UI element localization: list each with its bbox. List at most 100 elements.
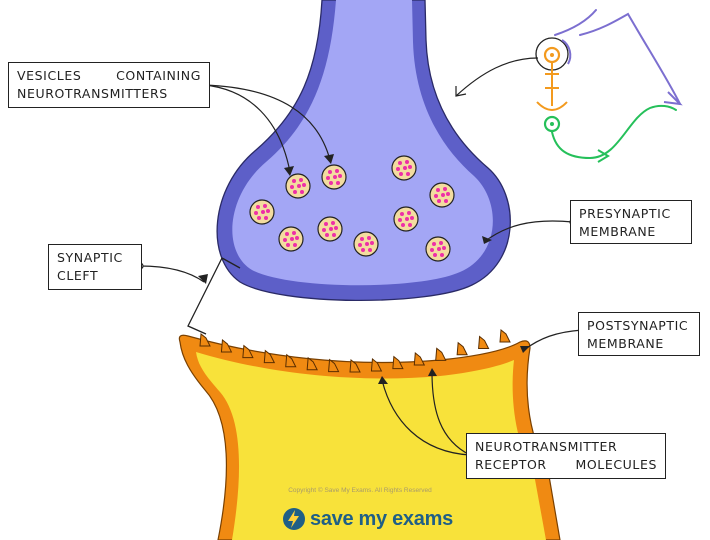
neurotransmitter-dot (338, 174, 342, 178)
neurotransmitter-dot (283, 238, 287, 242)
vesicle-pointer-1 (204, 84, 291, 173)
receptor-pointer-1 (381, 379, 471, 456)
label-receptor-molecules: NEUROTRANSMITTER RECEPTOR MOLECULES (466, 433, 666, 479)
neurotransmitter-dot (329, 227, 333, 231)
arrowheads (198, 154, 530, 384)
purple-synapse-arc (561, 39, 572, 65)
neurotransmitter-dot (324, 222, 328, 226)
neurotransmitter-dot (444, 199, 448, 203)
label-cleft-line-1: SYNAPTIC (57, 250, 123, 265)
receptor-pointer-2 (431, 371, 471, 456)
neurotransmitter-dot (328, 170, 332, 174)
receptor-molecules (199, 329, 511, 373)
vesicle-arrowhead-2 (324, 154, 334, 164)
vesicle (321, 164, 347, 190)
neurotransmitter-dot (398, 218, 402, 222)
neurotransmitter-dot (331, 221, 335, 225)
neurotransmitter-dot (334, 226, 338, 230)
orange-nucleus (550, 53, 554, 57)
green-axon (551, 104, 677, 160)
neurotransmitter-dot (432, 242, 436, 246)
neurotransmitter-dot (329, 181, 333, 185)
neurotransmitter-dot (326, 176, 330, 180)
receptor-molecule (328, 358, 340, 373)
lightning-logo-icon (283, 508, 305, 530)
neurotransmitter-dot (368, 248, 372, 252)
vesicle (391, 155, 417, 181)
neurotransmitter-dot (266, 209, 270, 213)
neurotransmitter-dot (367, 236, 371, 240)
neurotransmitter-dot (263, 204, 267, 208)
receptor-molecule (263, 349, 276, 364)
neurotransmitter-dot (410, 216, 414, 220)
neurotransmitter-dot (400, 212, 404, 216)
receptor-molecule (478, 335, 490, 350)
neurotransmitter-dot (443, 187, 447, 191)
neurotransmitter-dot (336, 181, 340, 185)
label-vesicles: VESICLES CONTAINING NEUROTRANSMITTERS (8, 62, 210, 108)
receptor-molecule (435, 347, 447, 361)
neurotransmitter-dot (361, 248, 365, 252)
cleft-pointer (139, 265, 205, 283)
neurotransmitter-dot (442, 246, 446, 250)
neurotransmitter-dot (333, 175, 337, 179)
receptor-molecule (370, 358, 383, 372)
neurotransmitter-dot (365, 242, 369, 246)
neurotransmitter-dot (322, 228, 326, 232)
label-postsynaptic-line-2: MEMBRANE (587, 336, 664, 351)
neurotransmitter-dot (325, 233, 329, 237)
neurotransmitter-dot (297, 184, 301, 188)
label-vesicles-word-1: VESICLES (17, 68, 82, 83)
receptor-arrowhead-2 (428, 368, 437, 376)
logo-text: save my exams (310, 507, 453, 530)
green-arrow (597, 149, 610, 163)
neurotransmitter-dot (440, 253, 444, 257)
neurotransmitter-dot (295, 236, 299, 240)
neurotransmitter-dot (430, 248, 434, 252)
neurotransmitter-dot (439, 241, 443, 245)
neurotransmitter-dot (293, 243, 297, 247)
neurotransmitter-dot (254, 211, 258, 215)
purple-axon (554, 9, 681, 105)
label-presynaptic-line-2: MEMBRANE (579, 224, 656, 239)
orange-axon (536, 62, 568, 111)
purple-arrow (663, 91, 683, 106)
neurotransmitter-dot (360, 237, 364, 241)
receptor-molecule (285, 353, 297, 368)
neurotransmitter-dot (290, 185, 294, 189)
green-soma (543, 115, 561, 133)
cleft-bracket (187, 257, 241, 335)
vesicle (429, 182, 455, 208)
presynaptic-cytoplasm (232, 0, 493, 286)
receptor-arrowhead-1 (378, 376, 388, 384)
presynaptic-pointer (483, 220, 574, 243)
neurotransmitter-dot (300, 190, 304, 194)
neurotransmitter-dot (405, 160, 409, 164)
vesicle (278, 226, 304, 252)
green-nucleus (550, 122, 554, 126)
neurotransmitter-dot (446, 192, 450, 196)
label-postsynaptic-line-1: POSTSYNAPTIC (587, 318, 689, 333)
neurotransmitter-dot (396, 167, 400, 171)
neurotransmitter-dot (256, 205, 260, 209)
neurotransmitter-dot (408, 165, 412, 169)
receptor-molecule (242, 344, 254, 359)
neurotransmitter-dot (286, 243, 290, 247)
neurotransmitter-dot (398, 161, 402, 165)
receptor-molecule (456, 341, 468, 356)
save-my-exams-logo[interactable]: save my exams (282, 504, 453, 534)
neurotransmitter-dot (437, 247, 441, 251)
inset-arrowhead (455, 86, 467, 97)
receptor-molecule (413, 352, 426, 366)
label-synaptic-cleft: SYNAPTIC CLEFT (48, 244, 142, 290)
neurotransmitter-dot (299, 178, 303, 182)
label-receptor-word-2: RECEPTOR (475, 457, 547, 472)
neurotransmitter-dot (403, 166, 407, 170)
receptor-molecule (199, 333, 211, 347)
neurotransmitter-dot (264, 216, 268, 220)
neuron-inset (535, 9, 683, 163)
label-vesicles-word-3: NEUROTRANSMITTERS (17, 86, 168, 101)
label-presynaptic-membrane: PRESYNAPTIC MEMBRANE (570, 200, 692, 244)
neurotransmitter-dot (406, 172, 410, 176)
neurotransmitter-dot (436, 188, 440, 192)
